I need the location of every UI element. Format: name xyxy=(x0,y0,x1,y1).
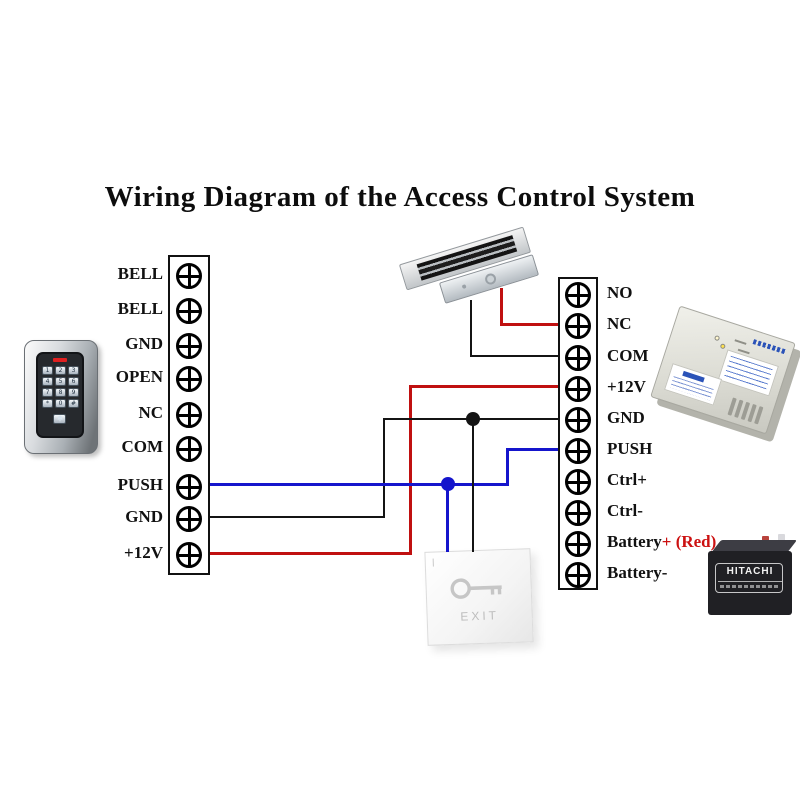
keypad-bell-key xyxy=(53,414,66,424)
exit-button-device: EXIT xyxy=(424,548,534,646)
wire-black-gnd-horizontal-low xyxy=(206,516,385,518)
keypad-keys: 1 2 3 4 5 6 7 8 9 * 0 # xyxy=(42,366,79,408)
wire-blue-push-to-block xyxy=(506,448,560,451)
wire-red-12v-vertical xyxy=(409,386,412,555)
terminal-screw xyxy=(565,345,591,371)
terminal-label-no: NO xyxy=(607,283,633,302)
psu-led xyxy=(713,334,721,342)
wire-black-maglock-vertical xyxy=(470,300,472,357)
terminal-screw xyxy=(565,438,591,464)
keypad-key: 4 xyxy=(42,377,53,386)
keypad-key: 0 xyxy=(55,399,66,408)
junction-dot-black xyxy=(466,412,480,426)
keypad-key: 6 xyxy=(68,377,79,386)
keypad-key: 3 xyxy=(68,366,79,375)
terminal-screw xyxy=(176,333,202,359)
terminal-screw xyxy=(176,298,202,324)
key-icon xyxy=(450,578,502,599)
wire-black-maglock-to-com xyxy=(470,355,560,357)
keypad-device: 1 2 3 4 5 6 7 8 9 * 0 # xyxy=(24,340,98,454)
keypad-terminal-block xyxy=(168,255,210,575)
power-terminal-block xyxy=(558,277,598,590)
terminal-label-nc: NC xyxy=(607,314,632,333)
terminal-label-open: OPEN xyxy=(115,367,163,386)
keypad-key: # xyxy=(68,399,79,408)
terminal-screw xyxy=(176,474,202,500)
keypad-key: 1 xyxy=(42,366,53,375)
terminal-screw xyxy=(176,542,202,568)
terminal-screw xyxy=(565,376,591,402)
terminal-screw xyxy=(565,531,591,557)
exit-button-label: EXIT xyxy=(460,608,500,624)
terminal-screw xyxy=(565,500,591,526)
terminal-label-com: COM xyxy=(607,346,649,365)
junction-dot-blue xyxy=(441,477,455,491)
terminal-screw xyxy=(565,407,591,433)
psu-led xyxy=(719,343,726,350)
wire-red-12v-horizontal-low xyxy=(206,552,412,555)
terminal-label-ctrl-plus: Ctrl+ xyxy=(607,470,647,489)
terminal-label-com: COM xyxy=(121,437,163,456)
terminal-label-push: PUSH xyxy=(607,439,653,458)
terminal-label-nc: NC xyxy=(138,403,163,422)
keypad-key: 8 xyxy=(55,388,66,397)
terminal-label-bell-2: BELL xyxy=(117,299,163,318)
keypad-key: 2 xyxy=(55,366,66,375)
battery-label-line xyxy=(718,581,782,582)
psu-blue-print xyxy=(752,339,787,355)
keypad-key: 7 xyxy=(42,388,53,397)
terminal-label-12v: +12V xyxy=(124,543,163,562)
wire-black-to-exit-button xyxy=(472,419,474,552)
doorbell-icon xyxy=(56,415,63,422)
terminal-label-gnd-2: GND xyxy=(125,507,163,526)
terminal-screw xyxy=(176,436,202,462)
terminal-label-bell-1: BELL xyxy=(117,264,163,283)
terminal-label-ctrl-minus: Ctrl- xyxy=(607,501,643,520)
terminal-screw xyxy=(176,402,202,428)
wire-red-12v-horizontal-high xyxy=(409,385,560,388)
keypad-key: 5 xyxy=(55,377,66,386)
battery-front-face: HITACHI xyxy=(708,551,792,615)
terminal-screw xyxy=(565,562,591,588)
battery-negative-terminal xyxy=(778,534,785,543)
terminal-label-12v: +12V xyxy=(607,377,646,396)
psu-spec-label xyxy=(717,349,779,397)
terminal-screw xyxy=(176,506,202,532)
wire-blue-push-vertical xyxy=(506,450,509,486)
terminal-label-battery-plus: Battery+ (Red) xyxy=(607,532,717,551)
battery-label-smalltext xyxy=(720,585,780,588)
wire-red-maglock-to-nc xyxy=(500,323,560,326)
terminal-screw xyxy=(565,313,591,339)
wire-blue-to-exit-button xyxy=(446,484,449,552)
terminal-label-gnd-1: GND xyxy=(125,334,163,353)
terminal-label-battery-minus: Battery- xyxy=(607,563,668,582)
armature-screw-hole xyxy=(461,284,467,290)
exit-panel-mark xyxy=(432,558,434,567)
keypad-key: * xyxy=(42,399,53,408)
psu-info-label xyxy=(664,363,723,406)
keypad-panel: 1 2 3 4 5 6 7 8 9 * 0 # xyxy=(36,352,84,438)
wire-blue-push-horizontal xyxy=(206,483,509,486)
terminal-screw xyxy=(565,469,591,495)
wire-red-maglock-vertical xyxy=(500,288,503,326)
keypad-led-indicator xyxy=(53,358,67,362)
armature-center-hole xyxy=(483,272,498,286)
wire-black-gnd-vertical xyxy=(383,418,385,518)
terminal-screw xyxy=(176,263,202,289)
keypad-key: 9 xyxy=(68,388,79,397)
terminal-screw xyxy=(565,282,591,308)
battery-brand-text: HITACHI xyxy=(726,566,774,577)
page-title: Wiring Diagram of the Access Control Sys… xyxy=(104,181,696,213)
psu-vent-slots xyxy=(727,397,765,425)
psu-print xyxy=(734,339,747,345)
terminal-screw xyxy=(176,366,202,392)
terminal-label-push: PUSH xyxy=(117,475,163,494)
terminal-label-gnd: GND xyxy=(607,408,645,427)
battery-label-frame xyxy=(715,563,783,593)
